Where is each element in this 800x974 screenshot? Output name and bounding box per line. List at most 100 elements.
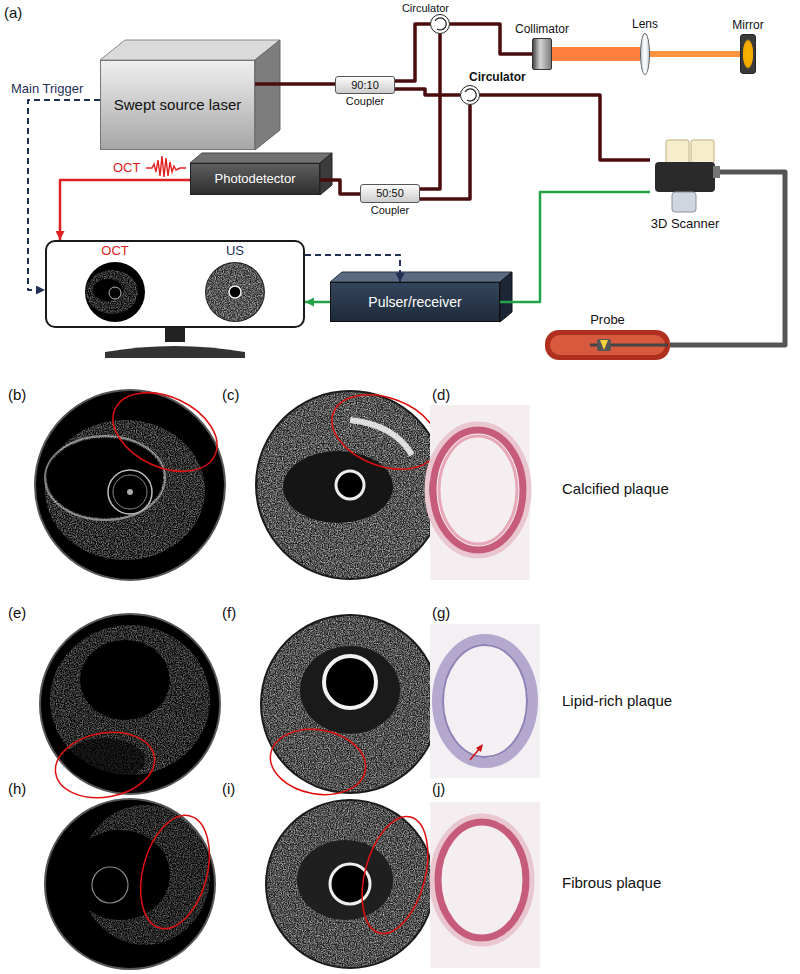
histology-calcified-part [427,424,529,556]
histology-lipid [430,624,540,778]
us-image-calcified-part [350,420,412,455]
oct-image-lipid-part [50,725,160,805]
edge-label: Main Trigger [10,82,84,97]
node-label: 90:10 [351,79,379,92]
laser-housing-part [100,40,280,60]
optical-fiber [255,82,335,86]
panel-letter: (g) [432,604,450,621]
optical-fiber [320,180,360,194]
node-label: Probe [590,313,625,328]
scanner: 3D Scanner [650,140,720,215]
histology-lipid-part [476,744,483,752]
oct-image-lipid [40,614,220,805]
scanner-drawing-part [666,140,689,164]
node-label: Coupler [346,95,385,108]
monitor-screens-part [93,279,123,301]
scanner-drawing-part [691,140,714,164]
node-label: Circulator [402,2,449,15]
node-label: Swept source laser [114,96,242,113]
photodetector-box: Photodetector [190,163,320,195]
us-image-lipid-part [265,722,371,802]
optical-fiber [480,95,650,160]
monitor: OCT US [45,240,305,328]
oct-image-fibrous-part [45,799,215,969]
histology-lipid-part [430,624,540,778]
us-image-fibrous-part [350,809,439,940]
us-image-lipid-part [262,616,438,792]
us-image-lipid-part [260,614,440,794]
us-image-fibrous-part [330,864,370,904]
node-label: Mirror [732,19,763,33]
node-label: Coupler [371,204,410,217]
optical-fiber [420,105,470,199]
us-image-calcified [255,381,448,580]
us-image-calcified-part [255,390,445,580]
monitor-screens [85,262,265,322]
collimator: Collimator [532,38,552,70]
oct-image-calcified-part [113,475,147,509]
pulser-housing [330,272,512,322]
node-label: Collimator [515,23,569,37]
us-image-fibrous-part [297,840,393,920]
oct-image-lipid-part [65,738,145,782]
monitor-stand [105,328,245,358]
node-label: Lens [632,18,658,32]
node-label: 3D Scanner [651,217,720,232]
oct-image-lipid-part [80,640,170,720]
panel-letter: (d) [432,386,450,403]
oct-image-fibrous-part [129,808,221,937]
circulator-symbol-part [435,18,446,30]
laser-housing-part [255,40,280,150]
photodetector-housing-part [320,153,332,195]
node-label: Circulator [469,71,526,85]
trigger-line [305,255,400,282]
probe-drawing-part [600,340,608,350]
histology-fibrous-part [432,816,532,944]
node-label: OCT [75,244,155,259]
lens: Lens [640,33,650,75]
probe-drawing-part [597,339,611,351]
scanner-drawing-part [655,162,715,192]
circulator: Circulator [430,14,450,34]
node-label: Pulser/receiver [368,294,461,310]
probe: Probe [545,330,670,360]
oct-image-calcified-part [45,420,205,560]
monitor-screens-part [229,286,241,298]
oct-image-fibrous [45,799,221,969]
us-image-lipid-part [324,656,376,708]
light-beam [552,47,640,61]
us-signal-arrow [305,301,330,304]
histology-lipid-part [443,645,527,757]
oct-image-fibrous-part [70,830,170,920]
oct-image-calcified [35,377,230,580]
monitor-screens-part [109,287,121,299]
oct-image-calcified-part [100,377,229,487]
us-image-lipid-part [300,646,400,734]
oct-image-calcified-part [47,438,163,518]
panel-letter: (h) [8,780,26,797]
panel-letter: (f) [222,604,236,621]
optical-fiber [395,89,460,95]
oct-pulse [146,156,186,177]
node-label: US [195,244,275,259]
panel-letter: (b) [8,386,26,403]
histology-calcified [427,405,530,580]
oct-image-calcified-part [45,436,165,520]
photodetector-housing-part [190,153,332,163]
oct-image-calcified-part [35,390,225,580]
us-image-fibrous-part [267,801,433,967]
us-image-fibrous [265,799,440,969]
probe-drawing-part [545,330,670,360]
panel-letter: (j) [432,780,445,797]
row-caption: Lipid-rich plaque [562,692,672,709]
probe-cable [670,172,785,345]
laser-housing [100,40,280,150]
monitor-stand-part [105,346,245,358]
panel-letter: (c) [222,386,240,403]
us-image-calcified-part [336,471,364,499]
probe-drawing [545,330,670,360]
histology-calcified-part [439,436,517,544]
coupler-box: 90:10Coupler [335,76,395,94]
optical-fiber [420,34,440,189]
